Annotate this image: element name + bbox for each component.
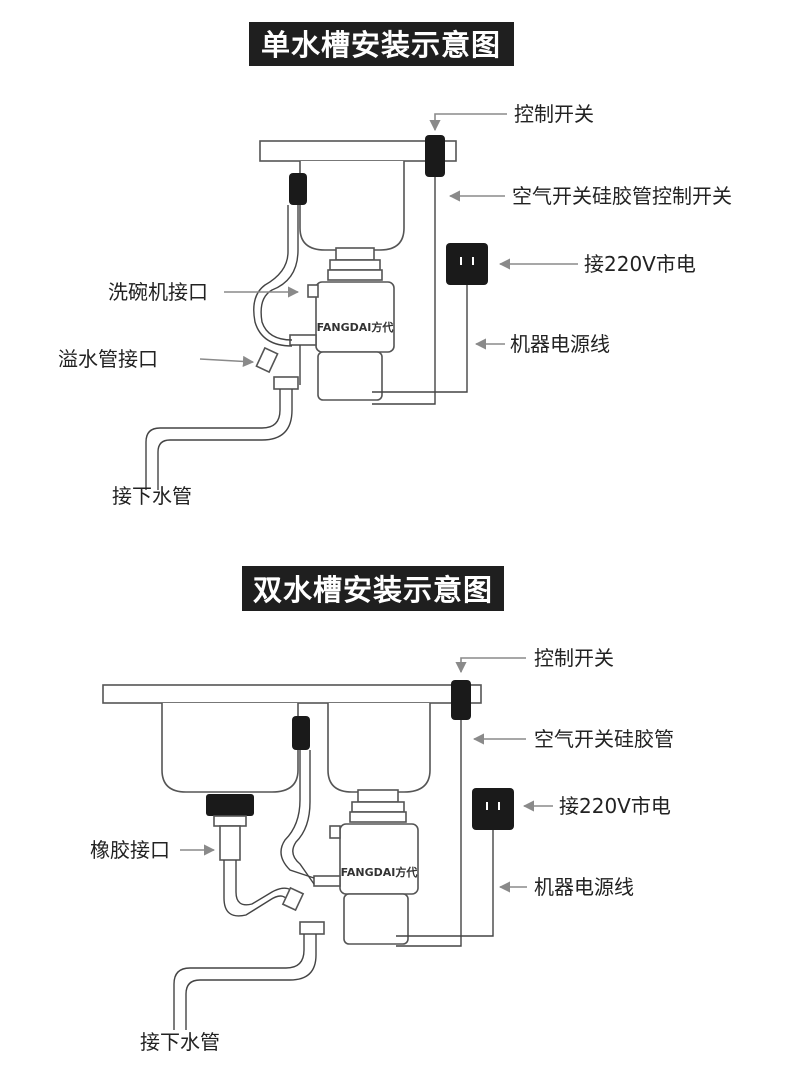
food-waste-disposer: FANGDAI方代 xyxy=(289,247,395,401)
label-control-switch: 控制开关 xyxy=(514,102,594,126)
drain-pipe-double xyxy=(185,934,317,1030)
overflow-connector xyxy=(255,346,279,374)
switch-wire xyxy=(372,177,436,405)
label-power-double: 接220V市电 xyxy=(559,794,671,818)
single-title-box xyxy=(249,22,514,66)
power-socket xyxy=(446,243,488,285)
label-power-cord-double: 机器电源线 xyxy=(534,875,634,899)
drain-connector xyxy=(273,376,299,390)
label-air-tube-double: 空气开关硅胶管 xyxy=(534,727,674,751)
food-waste-disposer-double: FANGDAI方代 xyxy=(313,789,419,945)
power-socket-double xyxy=(472,788,514,830)
control-switch-double xyxy=(451,680,471,720)
label-power: 接220V市电 xyxy=(584,252,696,276)
single-title: 单水槽安装示意图 xyxy=(261,28,501,62)
label-rubber-port: 橡胶接口 xyxy=(90,838,170,862)
label-air-tube: 空气开关硅胶管控制开关 xyxy=(512,184,732,208)
label-drain-double: 接下水管 xyxy=(140,1030,220,1054)
double-title-box xyxy=(242,566,504,611)
air-switch-button-double xyxy=(292,716,310,750)
overflow-tube xyxy=(260,205,299,341)
left-drain-rubber xyxy=(206,794,254,816)
label-drain: 接下水管 xyxy=(112,484,192,508)
left-sink-bowl xyxy=(161,703,299,793)
single-sink-section: 单水槽安装示意图 FANGDAI方代 xyxy=(58,22,732,508)
air-switch-button xyxy=(289,173,307,205)
power-cord xyxy=(372,285,468,393)
brand-label: FANGDAI方代 xyxy=(317,320,394,334)
power-cord-double xyxy=(396,830,494,937)
label-power-cord: 机器电源线 xyxy=(510,332,610,356)
switch-wire-double xyxy=(396,720,462,947)
countertop-double xyxy=(102,684,482,704)
label-overflow-port: 溢水管接口 xyxy=(58,347,158,371)
overflow-connector-double xyxy=(281,886,305,912)
label-dishwasher-port: 洗碗机接口 xyxy=(108,280,208,304)
rubber-connector xyxy=(219,825,241,861)
sink-bowl xyxy=(299,161,405,251)
right-sink-bowl xyxy=(327,703,431,793)
control-switch xyxy=(425,135,445,177)
drain-pipe xyxy=(157,389,293,490)
label-control-switch-double: 控制开关 xyxy=(534,646,614,670)
double-sink-section: 双水槽安装示意图 FANGDAI方代 xyxy=(90,566,674,1054)
brand-label-double: FANGDAI方代 xyxy=(341,865,418,879)
drain-connector-double xyxy=(299,921,325,935)
double-title: 双水槽安装示意图 xyxy=(253,573,493,607)
